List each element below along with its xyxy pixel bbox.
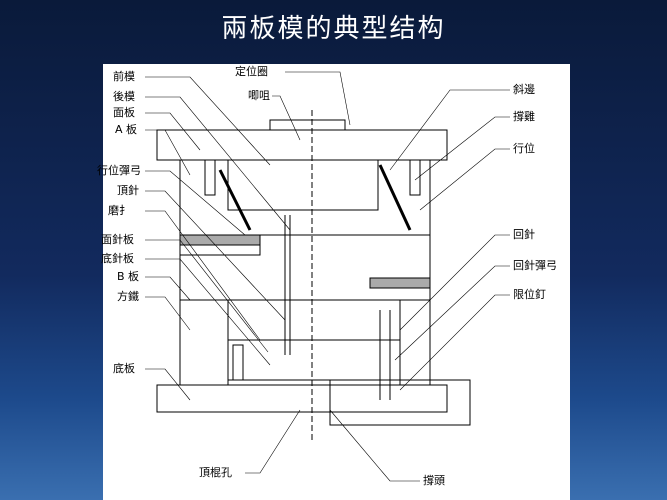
mold-drawing: [145, 71, 510, 482]
label-slide: 行位: [513, 142, 535, 155]
b-plate: [179, 234, 431, 301]
top-plate: [156, 129, 448, 161]
label-return-spring: 回針彈弓: [513, 259, 557, 272]
label-spacer-block: 方鐵: [117, 290, 139, 303]
label-angle-pin: 斜邊: [513, 83, 535, 96]
bottom-bar: [329, 379, 471, 426]
label-bottom-plate: 底板: [113, 362, 135, 375]
label-sprue-bushing: 唧咀: [248, 89, 270, 102]
label-ejector-plate: 底針板: [101, 252, 134, 265]
ejector-retainer-plate: [179, 234, 261, 246]
label-ejector-retainer: 面針板: [101, 233, 134, 246]
diagram-panel: 前模 後模 面板 A 板 行位彈弓 頂針 磨扌 面針板 底針板 B 板 方鐵 底…: [97, 64, 570, 500]
label-wedge: 撐雞: [513, 110, 535, 123]
label-support-pillar: 撐頭: [423, 474, 445, 487]
slide-title: 兩板模的典型结构: [221, 14, 446, 44]
ejector-plate: [179, 244, 261, 256]
a-plate: [179, 159, 431, 236]
label-b-plate: B 板: [117, 270, 140, 283]
label-a-plate: A 板: [115, 123, 138, 136]
right-retainer: [369, 277, 431, 289]
ejector-plates: [227, 339, 401, 381]
label-return-pin: 回針: [513, 228, 535, 241]
label-stop-pin: 限位釘: [513, 288, 546, 301]
locating-ring: [269, 119, 346, 131]
label-top-plate: 面板: [113, 106, 135, 119]
front-mold-insert: [227, 159, 379, 211]
spacer-left: [179, 299, 229, 386]
label-locating-ring: 定位圈: [235, 65, 268, 78]
label-front-mold: 前模: [113, 70, 135, 83]
label-slide-spring: 行位彈弓: [97, 164, 141, 177]
bottom-plate: [156, 384, 448, 413]
label-rear-mold: 後模: [113, 90, 135, 103]
label-ejector-pin: 頂針: [117, 184, 139, 197]
label-ko-hole: 頂棍孔: [199, 466, 232, 479]
label-wear-plate: 磨扌: [108, 204, 130, 217]
spacer-right: [399, 299, 431, 386]
